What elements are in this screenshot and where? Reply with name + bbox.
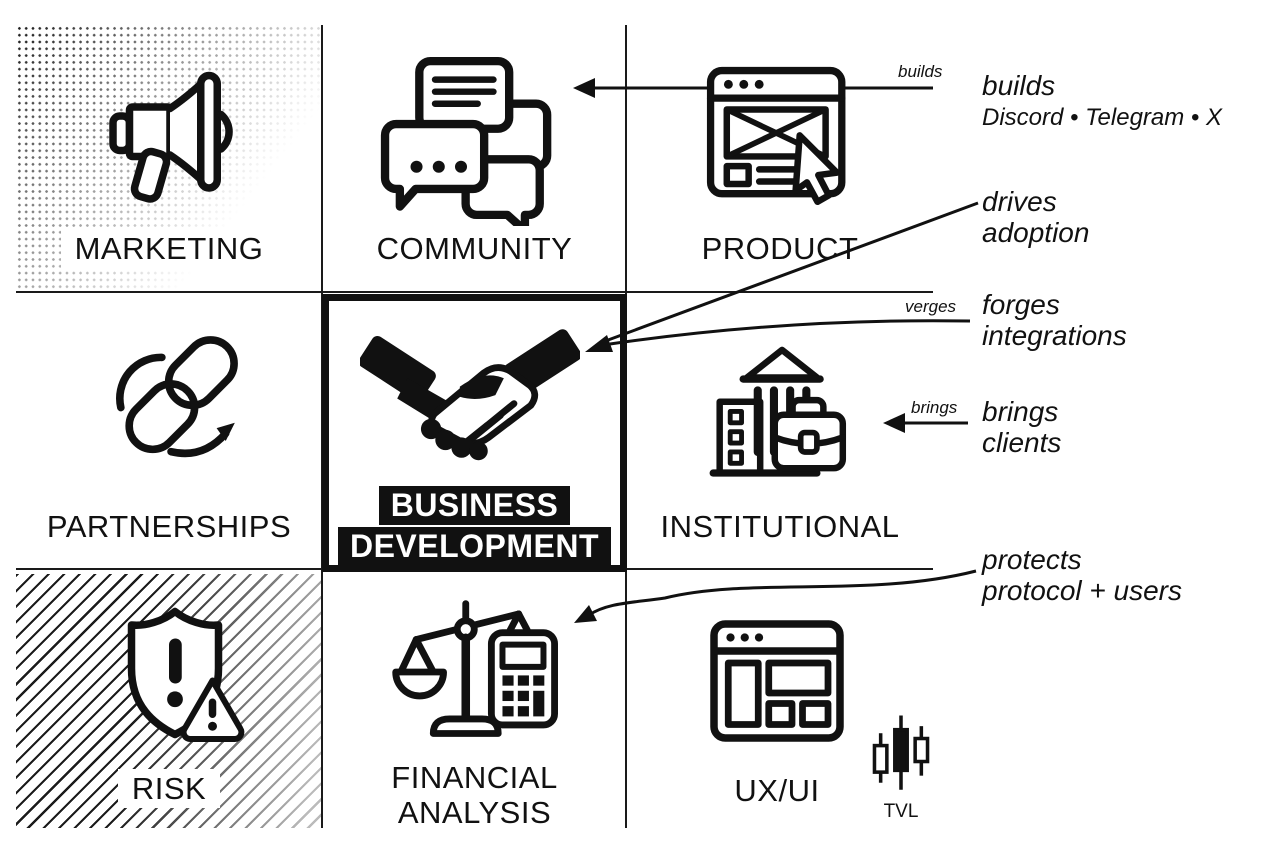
financial-analysis-label-line2: ANALYSIS (397, 795, 552, 830)
financial-analysis-label-line1: FINANCIAL (391, 760, 558, 795)
business-development-label-line2: DEVELOPMENT (337, 527, 612, 566)
cell-financial-analysis: FINANCIAL ANALYSIS (324, 760, 625, 830)
brings-line2: clients (982, 427, 1062, 458)
shield-alert-icon (100, 592, 250, 760)
drives-adoption-annotation: drives adoption (982, 186, 1089, 248)
grid-horizontal-divider-1 (16, 291, 933, 293)
business-development-label: BUSINESS DEVELOPMENT (322, 486, 627, 571)
builds-annotation-subtitle: Discord • Telegram • X (982, 104, 1222, 131)
business-development-label-line1: BUSINESS (378, 486, 571, 525)
forges-line2: integrations (982, 320, 1127, 351)
brings-clients-annotation: brings clients (982, 396, 1061, 458)
forges-line1: forges (982, 289, 1060, 320)
partnerships-label: PARTNERSHIPS (46, 509, 292, 544)
protects-line1: protects (982, 544, 1082, 575)
institutional-label: INSTITUTIONAL (660, 509, 900, 544)
chat-bubbles-icon (358, 50, 564, 226)
drives-adoption-line (599, 201, 979, 345)
marketing-label: MARKETING (60, 229, 278, 268)
uxui-label: UX/UI (734, 773, 820, 808)
verges-small-label: verges (905, 297, 957, 316)
cell-partnerships: PARTNERSHIPS (16, 509, 322, 544)
megaphone-icon (88, 56, 246, 206)
builds-annotation-title: builds (982, 70, 1056, 101)
cell-uxui: UX/UI (627, 773, 927, 808)
chain-link-icon (95, 322, 247, 484)
cell-marketing: MARKETING (16, 229, 322, 268)
drives-line2: adoption (982, 217, 1090, 248)
wireframe-icon (702, 606, 852, 756)
cell-institutional: INSTITUTIONAL (627, 509, 933, 544)
product-label: PRODUCT (701, 231, 859, 266)
cell-community: COMMUNITY (324, 231, 625, 266)
drives-line1: drives (982, 186, 1057, 217)
cell-product: PRODUCT (627, 231, 933, 266)
scale-calculator-icon (390, 590, 562, 748)
brings-line1: brings (982, 396, 1059, 427)
browser-cursor-icon (696, 54, 858, 220)
protects-line2: protocol + users (982, 575, 1182, 606)
community-label: COMMUNITY (376, 231, 573, 266)
handshake-icon (360, 318, 580, 468)
builds-small-label: builds (898, 62, 943, 81)
bank-briefcase-icon (680, 324, 876, 486)
risk-label: RISK (117, 769, 221, 808)
brings-small-label: brings (911, 398, 958, 417)
protects-annotation: protects protocol + users (982, 544, 1182, 606)
tvl-label: TVL (883, 801, 919, 822)
forges-integrations-annotation: forges integrations (982, 289, 1127, 351)
cell-risk: RISK (16, 769, 322, 808)
candlestick-chart-icon (870, 712, 932, 796)
